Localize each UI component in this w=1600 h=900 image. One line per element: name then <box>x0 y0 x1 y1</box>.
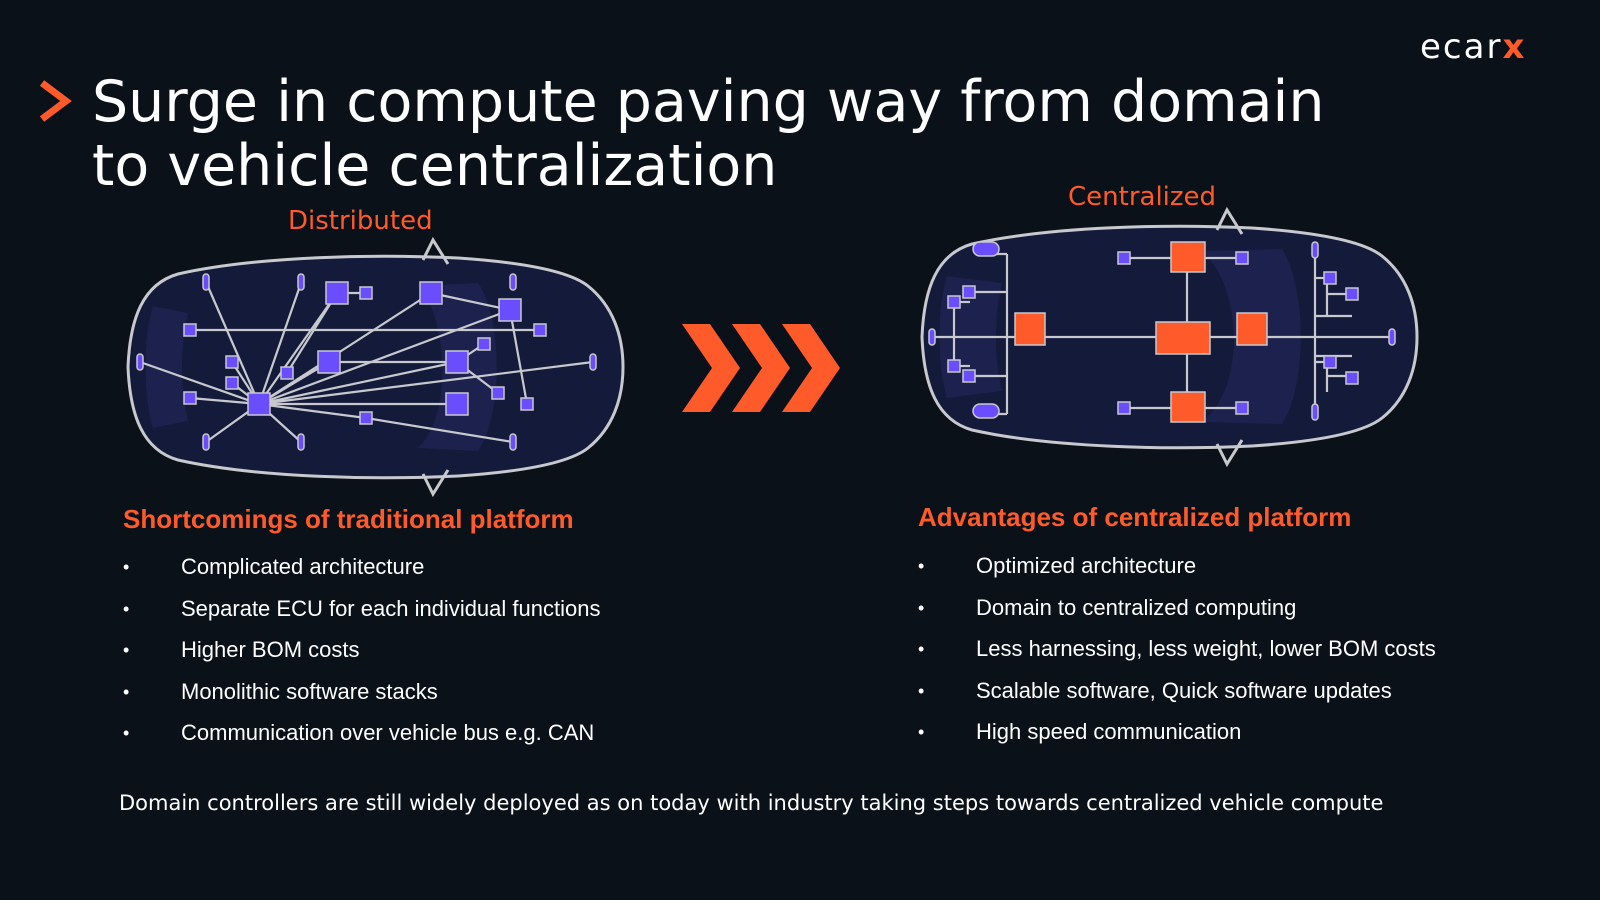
list-item: Less harnessing, less weight, lower BOM … <box>918 635 1436 677</box>
logo-text: ecar <box>1420 27 1503 67</box>
centralized-car-diagram <box>920 206 1419 468</box>
list-item: Monolithic software stacks <box>123 678 600 720</box>
shortcomings-heading: Shortcomings of traditional platform <box>123 504 574 534</box>
list-item: High speed communication <box>918 718 1436 760</box>
shortcomings-list: Complicated architecture Separate ECU fo… <box>123 553 600 761</box>
list-item: Domain to centralized computing <box>918 594 1436 636</box>
ecu-nodes <box>136 273 597 451</box>
advantages-heading: Advantages of centralized platform <box>918 502 1352 532</box>
list-item: Separate ECU for each individual functio… <box>123 595 600 637</box>
ecarx-logo: ecarx <box>1420 30 1526 64</box>
central-compute-nodes <box>1014 241 1268 423</box>
centralized-label: Centralized <box>1068 182 1217 212</box>
triple-chevron-right-icon <box>682 324 840 412</box>
page-title: Surge in compute paving way from domain … <box>92 69 1325 199</box>
footer-note: Domain controllers are still widely depl… <box>119 791 1384 815</box>
list-item: Complicated architecture <box>123 553 600 595</box>
logo-accent: x <box>1502 27 1527 67</box>
list-item: Communication over vehicle bus e.g. CAN <box>123 719 600 761</box>
list-item: Higher BOM costs <box>123 636 600 678</box>
list-item: Optimized architecture <box>918 552 1436 594</box>
chevron-right-icon <box>39 80 72 122</box>
distributed-label: Distributed <box>288 206 433 236</box>
list-item: Scalable software, Quick software update… <box>918 677 1436 719</box>
distributed-car-diagram <box>126 236 625 498</box>
ecu-nodes <box>928 241 1396 421</box>
advantages-list: Optimized architecture Domain to central… <box>918 552 1436 760</box>
